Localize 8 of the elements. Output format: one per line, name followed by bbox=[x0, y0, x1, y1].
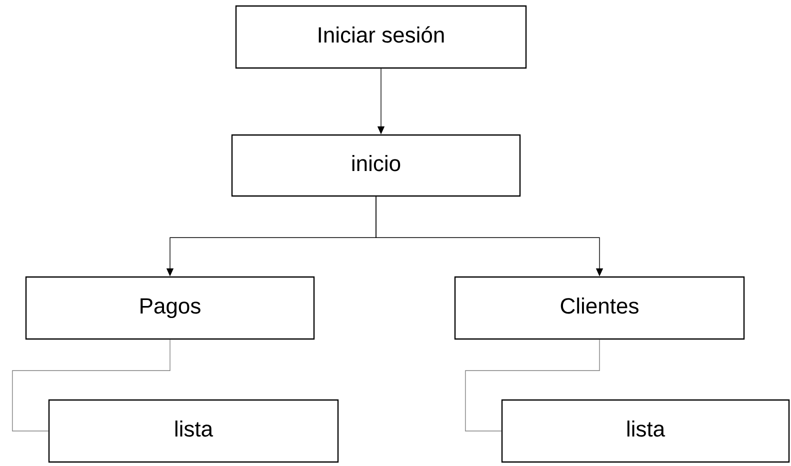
connector bbox=[12, 339, 170, 432]
process-box: lista bbox=[48, 399, 339, 463]
process-box: Pagos bbox=[25, 276, 315, 340]
connector bbox=[465, 339, 600, 432]
process-box: lista bbox=[501, 399, 790, 463]
process-box: Iniciar sesión bbox=[235, 5, 527, 69]
process-box: inicio bbox=[231, 134, 521, 197]
process-box: Clientes bbox=[454, 276, 745, 340]
